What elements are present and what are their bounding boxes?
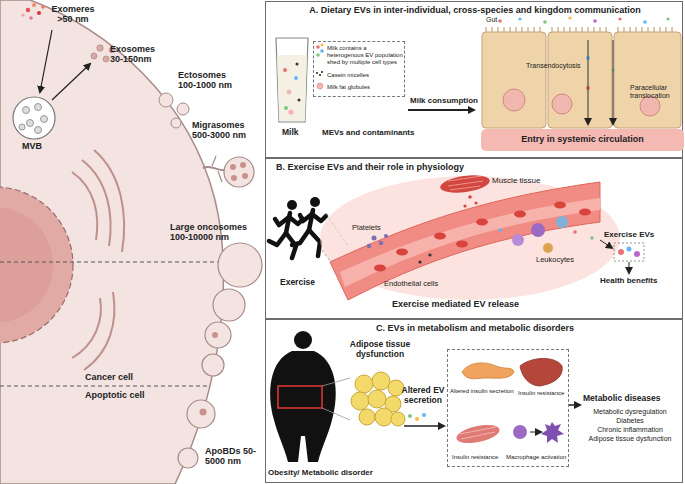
- panel-heading: A. Dietary EVs in inter-individual, cros…: [266, 5, 684, 15]
- node-text: Altered insulin secretion: [450, 388, 514, 395]
- label-text: MEVs and contaminants: [322, 128, 414, 137]
- label-text: Obesity/ Metabolic disorder: [268, 468, 373, 477]
- label-text: Exosomes 30-150nm: [110, 44, 168, 65]
- node-text: Casein micelles: [327, 72, 369, 79]
- ev-secretion-arrow: [404, 413, 444, 426]
- label-text: Milk consumption: [410, 96, 478, 105]
- label-text: Gut: [486, 16, 497, 24]
- label-text: Cancer cell: [85, 372, 133, 382]
- label-text: Leukocytes: [536, 256, 574, 265]
- label-text: Chronic inflammation: [578, 426, 682, 434]
- label-text: Platelets: [352, 224, 381, 233]
- label-text: Transendocytosis: [526, 62, 581, 70]
- label-text: Exercise EVs: [604, 230, 654, 239]
- exomeres: [21, 3, 44, 20]
- runners: [269, 197, 326, 258]
- label-text: Metabolic dysregulation: [578, 408, 682, 416]
- disease-arrow: [569, 404, 580, 406]
- label-text: Muscle tissue: [492, 176, 540, 185]
- node-text: Insulin resistance: [452, 454, 498, 461]
- consumption-arrow: [408, 109, 474, 111]
- label-text: Altered EV secretion: [400, 386, 446, 406]
- label-text: Migrasomes 500-3000 nm: [192, 120, 254, 141]
- label-text: Paracellular translocation: [630, 84, 678, 100]
- large-oncosomes: [213, 243, 262, 321]
- node-text: Entry in systemic circulation: [481, 134, 684, 144]
- mvb: [13, 30, 90, 139]
- node-text: Milk fat globules: [327, 84, 370, 91]
- milk-glass: [276, 38, 308, 122]
- milk-legend-icons: [316, 44, 324, 90]
- label-text: Metabolic diseases: [583, 394, 660, 404]
- label-text: Exercise mediated EV release: [392, 299, 519, 309]
- label-text: Exomeres >50 nm: [48, 4, 98, 25]
- label-text: ApoBDs 50-5000 nm: [205, 446, 267, 467]
- label-text: Apoptotic cell: [85, 390, 145, 400]
- muscle-bundle: [439, 173, 491, 208]
- node-text: Macrophage activation: [506, 454, 566, 461]
- migrasome: [203, 156, 254, 187]
- organ-box: Altered insulin secretionInsulin resista…: [447, 349, 569, 467]
- label-text: Milk: [282, 128, 299, 138]
- circulation-bar: Entry in systemic circulation: [481, 129, 684, 151]
- label-text: Endothelial cells: [384, 280, 438, 289]
- exercise-evs-icon: [600, 240, 644, 273]
- label-text: MVB: [22, 141, 42, 151]
- label-text: Adipose tissue dysfunction: [346, 340, 414, 360]
- panel-heading: C. EVs in metabolism and metabolic disor…: [266, 323, 684, 333]
- node-text: Insulin resistance: [518, 390, 564, 397]
- blood-vessel: [320, 176, 620, 300]
- ectosomes: [159, 93, 189, 128]
- legend-box: Milk contains a heterogenous EV populati…: [313, 41, 405, 97]
- obese-person: [270, 331, 350, 462]
- label-text: Exercise: [280, 278, 315, 288]
- label-text: Diabetes: [578, 417, 682, 425]
- adipose-cluster: [351, 372, 405, 426]
- label-text: Health benefits: [600, 276, 657, 285]
- panel-heading: B. Exercise EVs and their role in physio…: [276, 162, 464, 172]
- label-text: Ectosomes 100-1000 nm: [178, 70, 240, 91]
- label-text: Adipose tissue dysfunction: [578, 435, 682, 443]
- organs: [455, 359, 564, 447]
- gut-epithelium: [482, 16, 681, 128]
- label-text: Large oncosomes 100-10000 nm: [170, 222, 252, 243]
- node-text: Milk contains a heterogenous EV populati…: [327, 45, 403, 66]
